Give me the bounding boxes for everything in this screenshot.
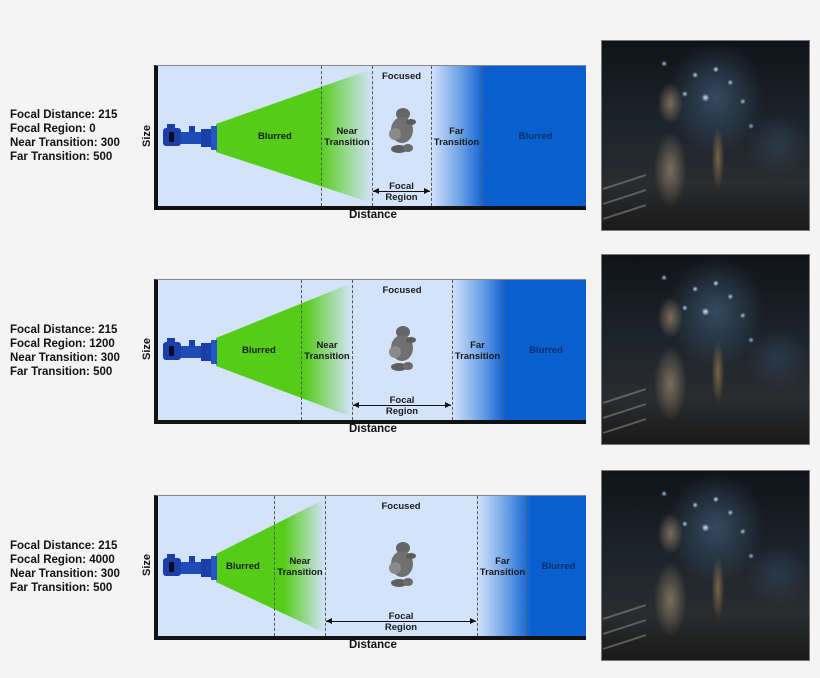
focal-region-end-line	[477, 496, 478, 636]
focal-distance-text: Focal Distance: 215	[10, 324, 118, 336]
double-arrow-icon	[353, 401, 451, 408]
camera-icon	[163, 338, 217, 364]
near-transition-start-line	[301, 280, 302, 420]
near-transition-label: Near Transition	[304, 340, 350, 362]
camera-icon	[163, 124, 217, 150]
focal-region-label-bottom: Region	[384, 622, 418, 633]
focal-region-label-top: Focal	[389, 181, 414, 192]
far-blurred-zone	[531, 496, 586, 636]
far-transition-text: Far Transition: 500	[10, 151, 113, 163]
focal-region-end-line	[431, 66, 432, 206]
far-transition-end-line	[481, 66, 482, 206]
params-block-1: Focal Distance: 215 Focal Region: 0 Near…	[10, 108, 120, 164]
near-transition-text: Near Transition: 300	[10, 568, 120, 580]
near-transition-start-line	[321, 66, 322, 206]
focal-distance-text: Focal Distance: 215	[10, 540, 118, 552]
render-preview-1	[601, 40, 810, 231]
focal-region-end-line	[452, 280, 453, 420]
far-transition-zone	[431, 66, 485, 206]
camera-icon	[163, 554, 217, 580]
near-blurred-label: Blurred	[226, 561, 260, 572]
character-figure-icon	[389, 326, 416, 371]
focal-region-label-top: Focal	[389, 395, 415, 406]
far-transition-text: Far Transition: 500	[10, 582, 113, 594]
far-transition-label: Far Transition	[433, 126, 480, 148]
character-figure-icon	[389, 108, 416, 153]
near-blurred-label: Blurred	[258, 131, 292, 142]
dof-diagram-3: Blurred Near Transition Focused Far Tran…	[154, 495, 586, 640]
focal-region-label-bottom: Region	[385, 192, 418, 203]
double-arrow-icon	[373, 187, 430, 194]
focal-region-start-line	[325, 496, 326, 636]
focal-distance-text: Focal Distance: 215	[10, 109, 118, 121]
render-preview-3	[601, 470, 810, 661]
dof-diagram-1: Blurred Near Transition Focused Far Tran…	[154, 65, 586, 210]
focused-label: Focused	[381, 501, 421, 512]
near-blur-cone	[216, 69, 372, 203]
far-blurred-label: Blurred	[518, 131, 553, 142]
far-transition-zone	[452, 280, 506, 420]
focused-label: Focused	[382, 285, 422, 296]
dof-diagram-2: Blurred Near Transition Focused Far Tran…	[154, 279, 586, 424]
far-transition-label: Far Transition	[479, 556, 526, 578]
far-transition-end-line	[502, 280, 503, 420]
far-transition-end-line	[527, 496, 528, 636]
far-blurred-zone	[506, 280, 586, 420]
near-transition-text: Near Transition: 300	[10, 137, 120, 149]
focal-region-label-top: Focal	[388, 611, 414, 622]
far-transition-label: Far Transition	[454, 340, 501, 362]
far-blurred-label: Blurred	[529, 345, 563, 356]
far-transition-text: Far Transition: 500	[10, 366, 113, 378]
focal-region-start-line	[352, 280, 353, 420]
near-transition-label: Near Transition	[324, 126, 370, 148]
focused-label: Focused	[381, 71, 422, 82]
character-figure-icon	[389, 542, 416, 587]
near-blur-cone	[216, 499, 325, 633]
params-block-3: Focal Distance: 215 Focal Region: 4000 N…	[10, 539, 120, 595]
far-blurred-zone	[485, 66, 586, 206]
near-transition-text: Near Transition: 300	[10, 352, 120, 364]
y-axis-label: Size	[141, 554, 153, 577]
focal-region-label-bottom: Region	[385, 406, 419, 417]
focal-region-text: Focal Region: 4000	[10, 554, 115, 566]
focal-region-start-line	[372, 66, 373, 206]
y-axis-label: Size	[141, 125, 153, 148]
double-arrow-icon	[326, 617, 476, 624]
near-blurred-label: Blurred	[242, 345, 276, 356]
x-axis-label: Distance	[349, 423, 397, 435]
near-blur-cone	[216, 283, 352, 417]
render-preview-2	[601, 254, 810, 445]
focal-region-text: Focal Region: 1200	[10, 338, 115, 350]
near-transition-start-line	[274, 496, 275, 636]
far-transition-zone	[477, 496, 531, 636]
params-block-2: Focal Distance: 215 Focal Region: 1200 N…	[10, 323, 120, 379]
y-axis-label: Size	[141, 338, 153, 361]
focal-region-text: Focal Region: 0	[10, 123, 96, 135]
far-blurred-label: Blurred	[541, 561, 576, 572]
near-transition-label: Near Transition	[277, 556, 323, 578]
x-axis-label: Distance	[349, 639, 397, 651]
x-axis-label: Distance	[349, 209, 397, 221]
